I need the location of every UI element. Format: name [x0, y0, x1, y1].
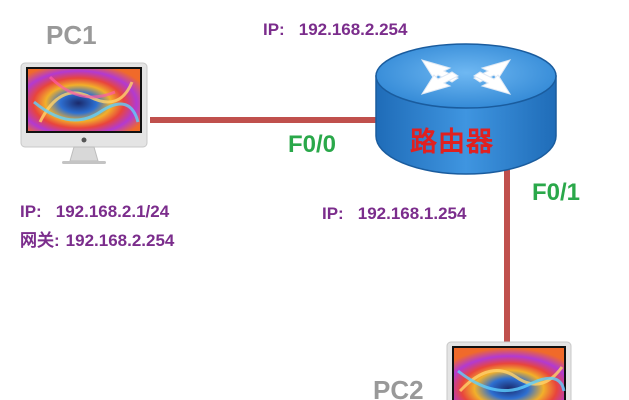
router-icon[interactable]	[372, 40, 560, 180]
pc1-ip-prefix: IP:	[20, 202, 42, 221]
interface-f01-label: F0/1	[532, 179, 581, 206]
router-f00-ip-row: IP: 192.168.2.254	[263, 21, 407, 38]
pc1-ip-row: IP: 192.168.2.1/24	[20, 203, 169, 220]
router-f00-ip-value: 192.168.2.254	[298, 20, 408, 39]
interface-f00-label: F0/0	[288, 131, 337, 158]
imac-desktop-icon[interactable]	[446, 341, 572, 400]
pc1-gateway-prefix: 网关:	[20, 231, 60, 250]
imac-desktop-icon[interactable]	[20, 62, 148, 166]
router-f01-ip-value: 192.168.1.254	[357, 204, 467, 223]
pc1-gateway-row: 网关: 192.168.2.254	[20, 232, 174, 249]
router-f00-ip-prefix: IP:	[263, 20, 285, 39]
pc1-gateway-value: 192.168.2.254	[65, 231, 175, 250]
pc2-label: PC2	[373, 375, 424, 400]
pc1-ip-value: 192.168.2.1/24	[55, 202, 170, 221]
router-label: 路由器	[410, 127, 494, 158]
router-f01-ip-row: IP: 192.168.1.254	[322, 205, 466, 222]
pc1-label: PC1	[46, 20, 97, 50]
router-f01-ip-prefix: IP:	[322, 204, 344, 223]
